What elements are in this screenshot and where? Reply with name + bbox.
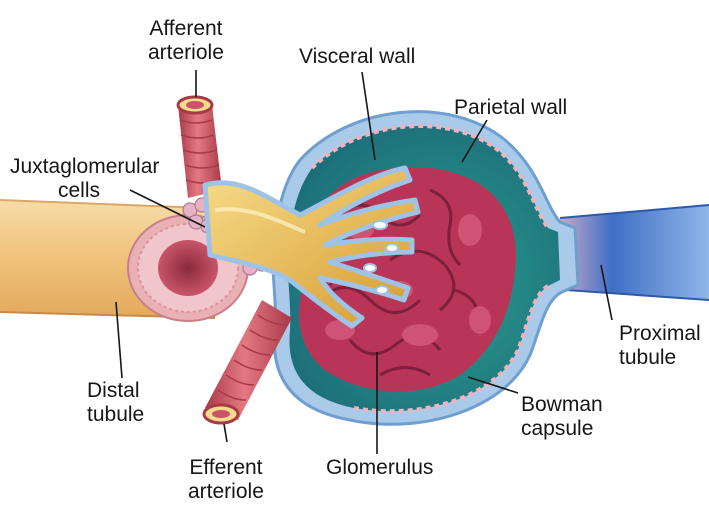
label-juxtaglomerular-cells: Juxtaglomerular cells	[10, 155, 159, 203]
label-efferent-arteriole: Efferent arteriole	[188, 456, 264, 504]
leader-efferent	[224, 424, 227, 442]
label-afferent-arteriole: Afferent arteriole	[148, 17, 224, 65]
proximal-tubule	[560, 205, 709, 300]
label-distal-tubule: Distal tubule	[87, 379, 144, 427]
label-parietal-wall: Parietal wall	[454, 96, 567, 120]
label-glomerulus: Glomerulus	[326, 456, 433, 480]
label-proximal-tubule: Proximal tubule	[619, 322, 701, 370]
label-visceral-wall: Visceral wall	[299, 45, 415, 69]
label-bowman-capsule: Bowman capsule	[521, 393, 603, 441]
